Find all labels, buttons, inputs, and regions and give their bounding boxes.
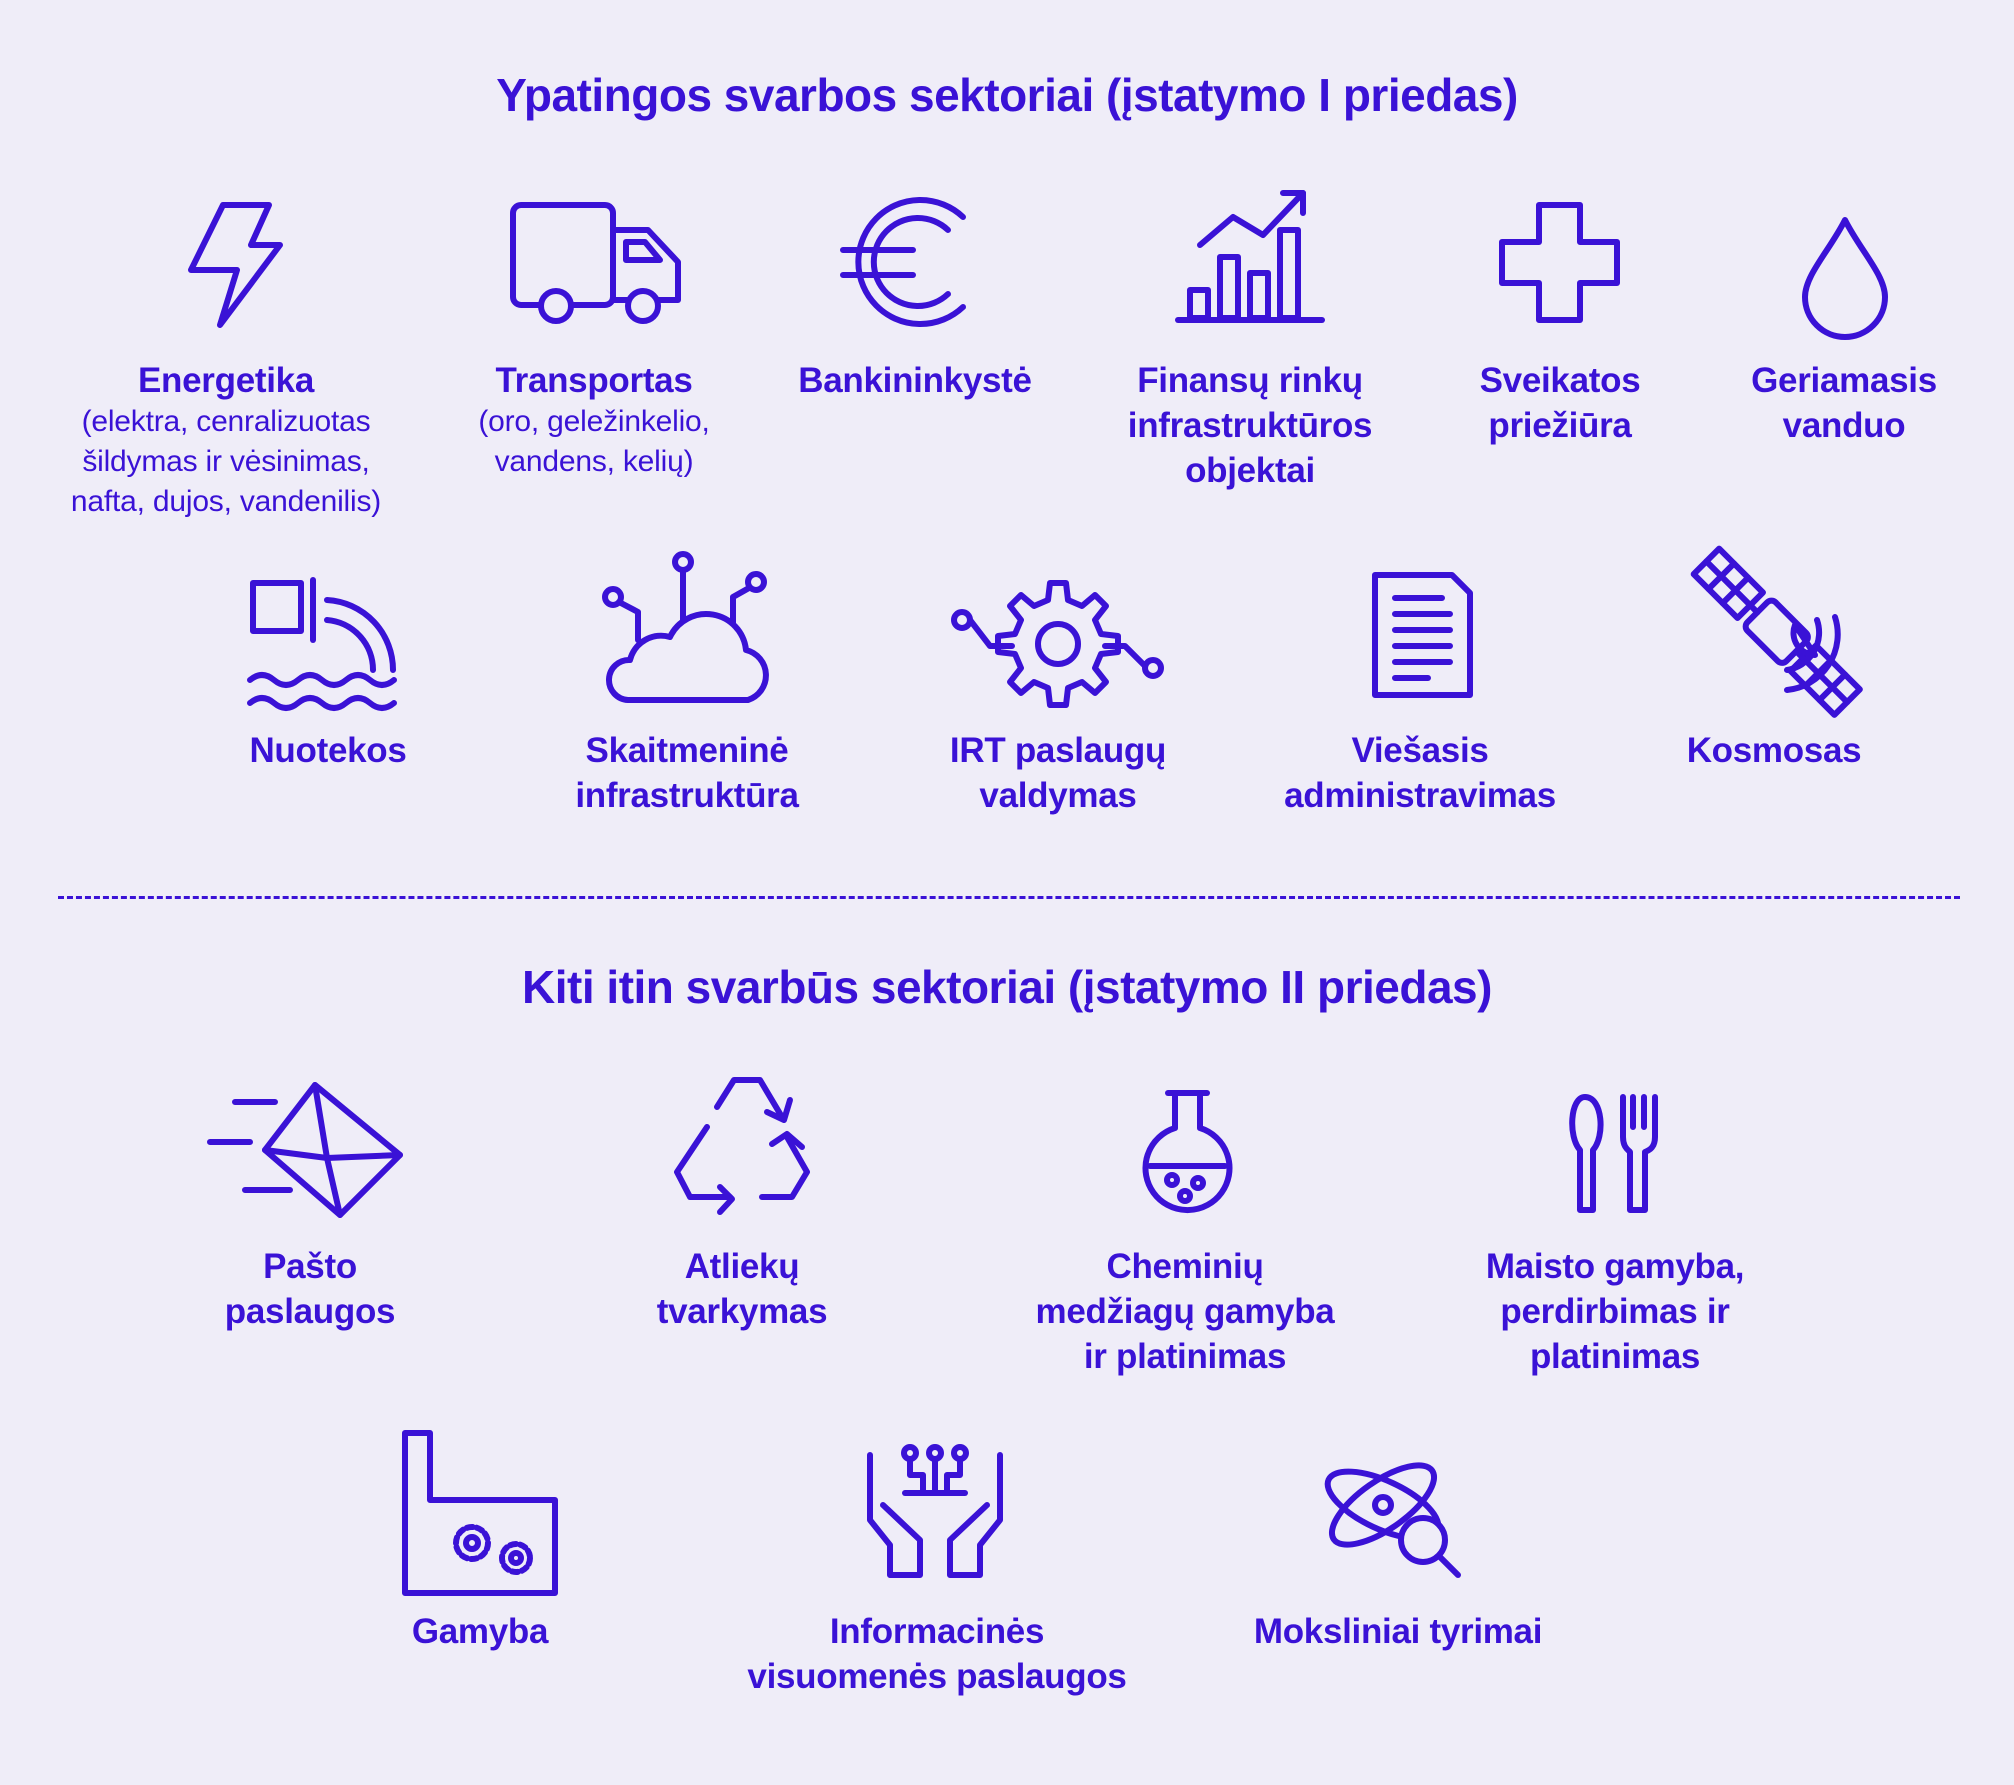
wastewater-pipe-icon <box>245 575 400 715</box>
euro-icon <box>838 195 973 330</box>
viesasis-label: Viešasis administravimas <box>1284 731 1556 815</box>
atlieku-label: Atliekų tvarkymas <box>656 1247 828 1331</box>
satellite-icon <box>1690 545 1863 718</box>
energetika-label: Energetika <box>138 361 314 400</box>
bankininkyste-label: Bankininkystė <box>798 361 1032 400</box>
nuotekos-label: Nuotekos <box>249 731 407 770</box>
medical-cross-icon <box>1497 200 1622 325</box>
kosmosas-label: Kosmosas <box>1686 731 1862 770</box>
cheminiu-label: Cheminių medžiagų gamyba ir platinimas <box>1035 1247 1335 1376</box>
lightning-icon <box>185 200 285 330</box>
transportas-sublabel: (oro, geležinkelio, vandens, kelių) <box>478 405 710 478</box>
maisto-label: Maisto gamyba, perdirbimas ir platinimas <box>1485 1247 1745 1376</box>
primary-section-title: Ypatingos svarbos sektoriai (įstatymo I … <box>496 69 1518 121</box>
sveikatos-label: Sveikatos priežiūra <box>1479 361 1641 445</box>
spoon-fork-icon <box>1565 1092 1665 1217</box>
skaitmenine-label: Skaitmeninė infrastruktūra <box>575 731 799 815</box>
energetika-sublabel: (elektra, cenralizuotas šildymas ir vėsi… <box>70 405 382 518</box>
truck-icon <box>508 200 683 325</box>
gamyba-label: Gamyba <box>411 1612 549 1651</box>
secondary-section-title: Kiti itin svarbūs sektoriai (įstatymo II… <box>522 961 1492 1013</box>
informacines-label: Informacinės visuomenės paslaugos <box>747 1612 1127 1696</box>
bar-chart-growth-icon <box>1175 185 1325 325</box>
irt-label: IRT paslaugų valdymas <box>949 731 1167 815</box>
moksliniai-label: Moksliniai tyrimai <box>1253 1612 1543 1651</box>
fast-mail-icon <box>205 1080 405 1220</box>
hands-circuit-icon <box>865 1444 1005 1580</box>
cloud-network-icon <box>598 551 778 707</box>
section-divider <box>58 896 1960 899</box>
geriamasis-label: Geriamasis vanduo <box>1751 361 1937 445</box>
factory-gears-icon <box>400 1428 560 1598</box>
document-icon <box>1370 570 1475 700</box>
gear-network-icon <box>950 578 1165 708</box>
pasto-label: Pašto paslaugos <box>224 1247 396 1331</box>
transportas-label: Transportas <box>495 361 693 400</box>
atom-magnifier-icon <box>1318 1440 1468 1585</box>
recycle-icon <box>662 1072 822 1227</box>
water-drop-icon <box>1800 215 1890 340</box>
flask-icon <box>1140 1088 1235 1214</box>
finansu-rinku-label: Finansų rinkų infrastruktūros objektai <box>1127 361 1373 490</box>
